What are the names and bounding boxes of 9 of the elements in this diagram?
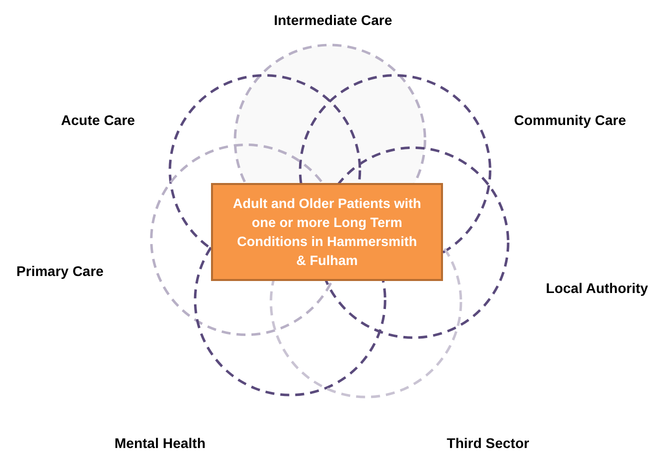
center-box (211, 183, 443, 281)
center-text: Adult and Older Patients with one or more Long Term Conditions in Hammersmith & Fulham (232, 195, 422, 270)
circle-label: Local Authority (546, 280, 648, 296)
circle-label: Intermediate Care (274, 12, 392, 28)
circle-label: Third Sector (446, 435, 530, 451)
circle-label: Community Care (514, 112, 626, 128)
circle-label: Primary Care (16, 263, 104, 279)
circle-label: Mental Health (114, 435, 206, 451)
circle-label: Acute Care (61, 112, 135, 128)
